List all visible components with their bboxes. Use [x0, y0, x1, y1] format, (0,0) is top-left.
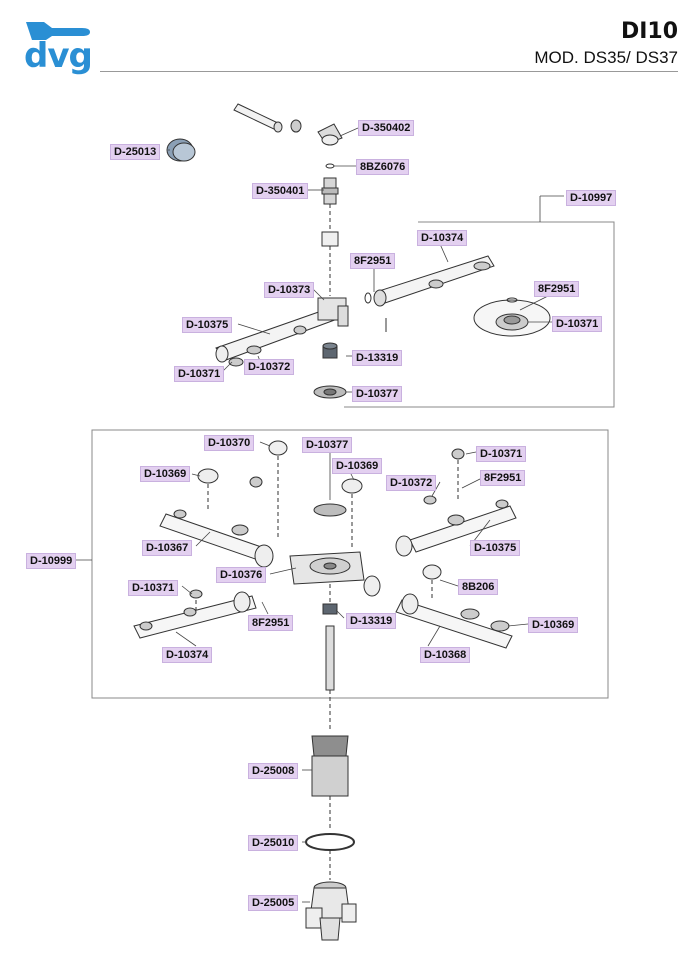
part-label-d10369-right: D-10369 — [528, 617, 579, 633]
lower-arm-lower-left — [133, 591, 257, 639]
center-shaft — [325, 584, 335, 730]
part-label-d10375-top: D-10375 — [182, 317, 233, 333]
lower-arm-lower-right — [395, 593, 513, 649]
part-label-d10997: D-10997 — [566, 190, 617, 206]
part-label-8f2951-right: 8F2951 — [534, 281, 580, 297]
part-label-8f2951-top: 8F2951 — [350, 253, 396, 269]
header-rule — [100, 71, 678, 72]
part-label-8bz6076: 8BZ6076 — [356, 159, 410, 175]
upper-knobs — [228, 261, 491, 367]
model-code: DI10 — [620, 19, 678, 44]
part-label-d25013: D-25013 — [110, 144, 161, 160]
part-label-d10369-center: D-10369 — [332, 458, 383, 474]
part-label-d10372-mid: D-10372 — [386, 475, 437, 491]
part-label-8f2951-mid-left: 8F2951 — [248, 615, 294, 631]
d13319-lower — [322, 603, 338, 615]
o-ring-small — [364, 292, 372, 304]
part-label-d10372-top: D-10372 — [244, 359, 295, 375]
d350402-nut — [317, 123, 343, 146]
lower-arm-upper-right — [395, 499, 517, 557]
part-label-8f2951-mid-right: 8F2951 — [480, 470, 526, 486]
part-label-d10370: D-10370 — [204, 435, 255, 451]
d25008-sleeve — [311, 735, 349, 797]
part-label-d25010: D-25010 — [248, 835, 299, 851]
part-label-8b206: 8B206 — [458, 579, 499, 595]
part-label-d13319-mid: D-13319 — [346, 613, 397, 629]
part-label-d10374-top: D-10374 — [417, 230, 468, 246]
o-ring — [325, 163, 335, 169]
lower-arm-upper-left — [159, 509, 274, 568]
part-label-d350401: D-350401 — [252, 183, 309, 199]
part-label-d10999: D-10999 — [26, 553, 77, 569]
d10377-washer — [313, 385, 347, 399]
d25005-body — [305, 881, 357, 941]
part-label-d10375-mid: D-10375 — [470, 540, 521, 556]
top-tube — [233, 103, 302, 133]
part-label-d10374-mid: D-10374 — [162, 647, 213, 663]
part-label-d10369-left: D-10369 — [140, 466, 191, 482]
d350401-stem — [321, 177, 339, 205]
part-label-d10367: D-10367 — [142, 540, 193, 556]
dashed-links-lower — [195, 456, 459, 610]
d25013-cap — [166, 138, 196, 162]
part-label-d10371-top-left: D-10371 — [174, 366, 225, 382]
part-label-d10371-top-right: D-10371 — [552, 316, 603, 332]
part-label-d350402: D-350402 — [358, 120, 415, 136]
part-label-d10371-mid-left: D-10371 — [128, 580, 179, 596]
knobs-row-top — [189, 440, 465, 599]
part-label-d25008: D-25008 — [248, 763, 299, 779]
part-label-d10371-mid-right: D-10371 — [476, 446, 527, 462]
model-subtitle: MOD. DS35/ DS37 — [534, 48, 678, 67]
part-label-d10373: D-10373 — [264, 282, 315, 298]
brand-name: dvg — [24, 36, 93, 76]
assembly-box-lower — [91, 429, 609, 699]
part-label-d10377-mid: D-10377 — [302, 437, 353, 453]
part-label-d25005: D-25005 — [248, 895, 299, 911]
assembly-box-upper — [344, 221, 615, 408]
part-label-d13319-top: D-13319 — [352, 350, 403, 366]
part-label-d10376: D-10376 — [216, 567, 267, 583]
central-hub — [289, 551, 381, 597]
part-label-d10368: D-10368 — [420, 647, 471, 663]
d10371-disc — [473, 297, 551, 337]
bushing — [321, 231, 339, 247]
part-label-d10377-top: D-10377 — [352, 386, 403, 402]
d25010-ring — [305, 833, 355, 851]
d13319-nozzle — [322, 342, 338, 359]
faucet-icon — [26, 22, 90, 40]
leader-lines — [60, 127, 564, 903]
